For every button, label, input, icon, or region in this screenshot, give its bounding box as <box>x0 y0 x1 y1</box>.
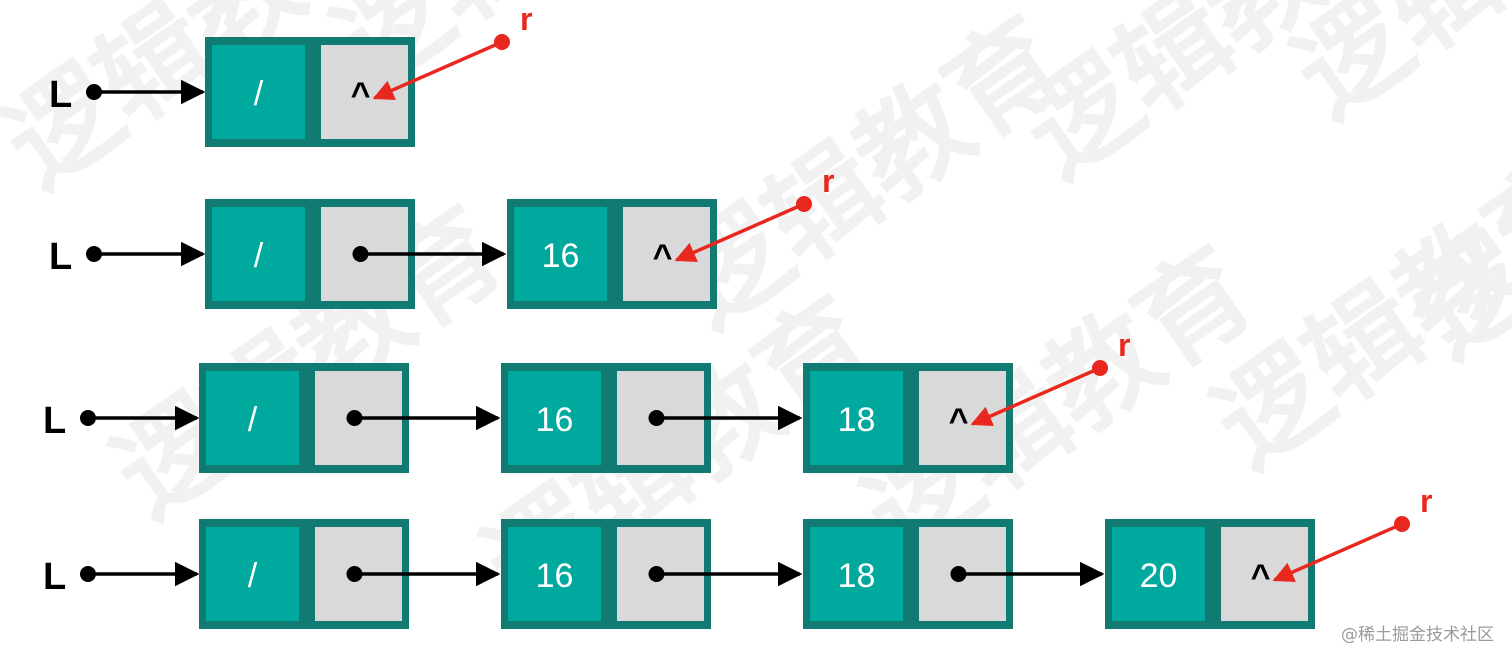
list-node: / <box>199 519 501 629</box>
tail-label: r <box>822 163 834 199</box>
tail-label: r <box>1118 327 1130 363</box>
head-label: L <box>43 400 66 442</box>
source-credit: @稀土掘金技术社区 <box>1341 625 1494 645</box>
list-node: 16 ^ r <box>507 163 834 309</box>
null-symbol: ^ <box>351 76 371 114</box>
data-cell <box>212 207 305 301</box>
tail-pointer-arrow <box>674 202 805 263</box>
list-node: / ^ r <box>205 1 532 147</box>
list-row: L / 16 18 20 ^ r <box>43 483 1432 629</box>
data-cell <box>810 371 903 465</box>
watermark-text: 逻辑教育 <box>1271 0 1512 141</box>
list-node: 18 <box>803 519 1105 629</box>
tail-label: r <box>520 1 532 37</box>
list-row: L / 16 18 ^ r <box>43 327 1130 473</box>
list-node: 16 <box>501 519 803 629</box>
null-symbol: ^ <box>653 238 673 276</box>
list-row: L / 16 ^ r <box>49 163 834 309</box>
list-row: L / ^ r <box>49 1 532 147</box>
data-value: 16 <box>536 401 574 439</box>
data-value: / <box>254 237 264 275</box>
list-node: / <box>205 199 507 309</box>
list-node: 20 ^ r <box>1105 483 1432 629</box>
list-node: 16 <box>501 363 803 473</box>
data-value: 20 <box>1140 557 1178 595</box>
data-value: / <box>248 557 258 595</box>
data-value: 18 <box>838 401 876 439</box>
data-value: / <box>248 401 258 439</box>
data-cell <box>514 207 607 301</box>
data-cell <box>810 527 903 621</box>
null-symbol: ^ <box>949 402 969 440</box>
list-node: 18 ^ r <box>803 327 1130 473</box>
data-cell <box>212 45 305 139</box>
head-label: L <box>49 74 72 116</box>
head-label: L <box>43 556 66 598</box>
null-symbol: ^ <box>1251 558 1271 596</box>
data-value: 16 <box>536 557 574 595</box>
data-cell <box>1112 527 1205 621</box>
tail-label: r <box>1420 483 1432 519</box>
data-value: / <box>254 75 264 113</box>
tail-pointer-arrow <box>970 366 1101 427</box>
data-value: 16 <box>542 237 580 275</box>
tail-pointer-arrow <box>1272 522 1403 583</box>
data-cell <box>206 527 299 621</box>
data-value: 18 <box>838 557 876 595</box>
tail-pointer-arrow <box>372 40 503 101</box>
data-cell <box>508 371 601 465</box>
data-cell <box>206 371 299 465</box>
list-node: / <box>199 363 501 473</box>
data-cell <box>508 527 601 621</box>
head-label: L <box>49 236 72 278</box>
